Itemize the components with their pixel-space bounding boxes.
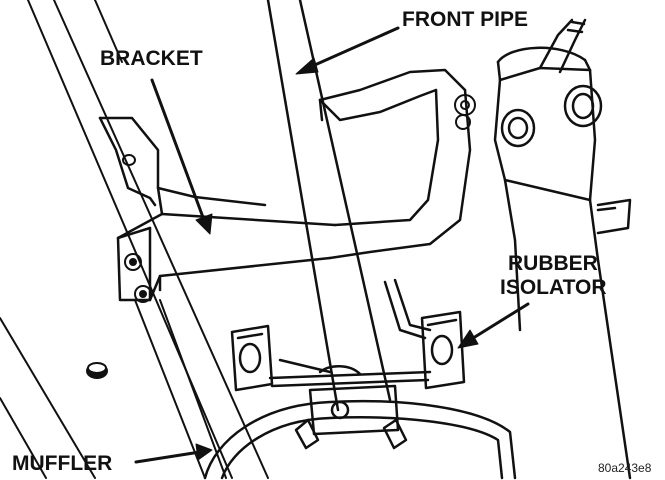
- frame-rail-lines: [0, 0, 269, 479]
- front-pipe-label: FRONT PIPE: [402, 8, 529, 31]
- bracket-bolts: [124, 94, 476, 303]
- muffler-label: MUFFLER: [12, 452, 113, 475]
- rubber-isolator-label-line1: RUBBER: [508, 252, 598, 275]
- callout-arrows: [134, 26, 530, 464]
- bracket: [98, 68, 472, 302]
- muffler: [203, 399, 517, 480]
- rubber-isolator-label-line2: ISOLATOR: [500, 276, 607, 299]
- front-pipe: [266, 0, 392, 412]
- hanger-and-isolators: [230, 278, 466, 450]
- rear-pipe-assembly: [493, 18, 632, 480]
- figure-id: 80a243e8: [598, 461, 652, 475]
- frame-holes: [86, 154, 136, 379]
- bracket-label: BRACKET: [100, 47, 203, 70]
